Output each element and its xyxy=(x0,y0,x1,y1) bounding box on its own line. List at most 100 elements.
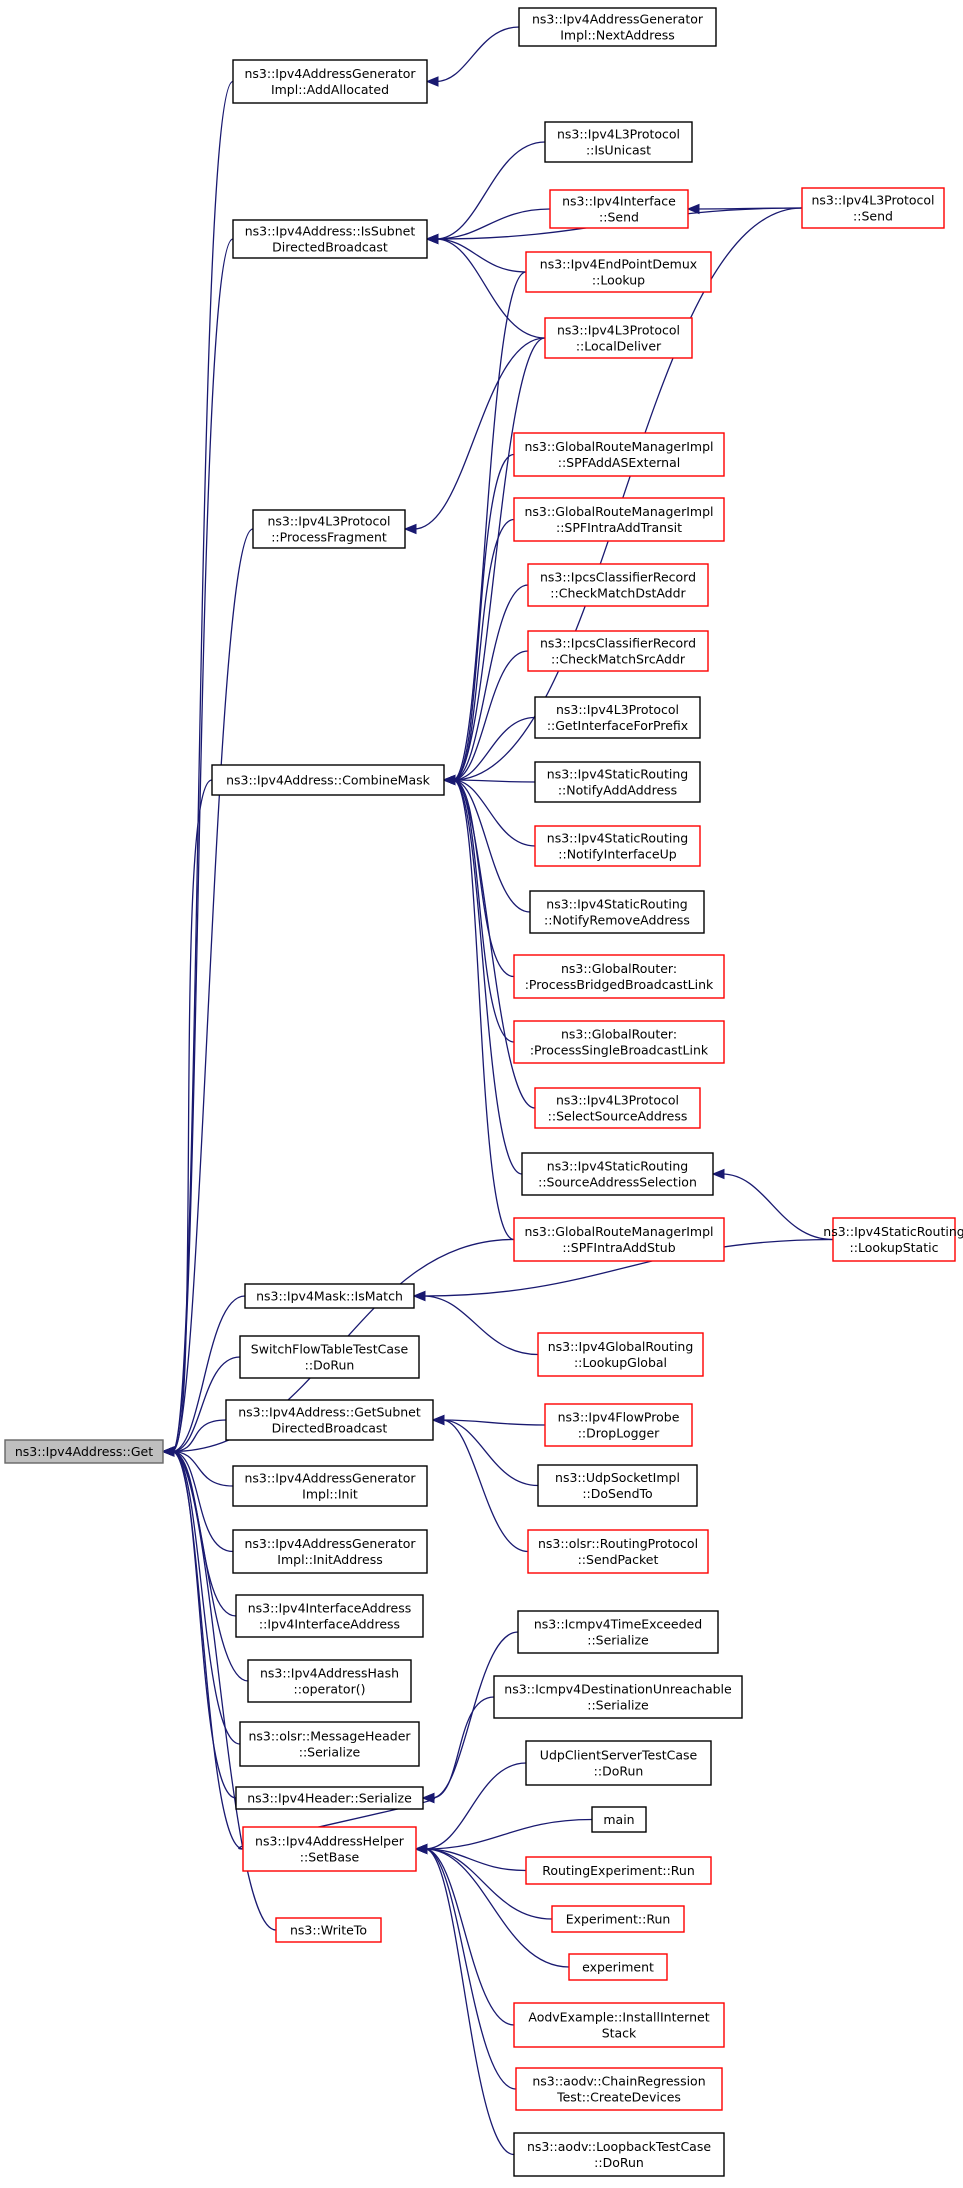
edge-line xyxy=(424,1762,527,1850)
graph-node[interactable]: ns3::Ipv4Address::CombineMask xyxy=(211,764,445,796)
node-label: Impl::InitAddress xyxy=(277,1552,382,1567)
node-label: ns3::aodv::ChainRegression xyxy=(532,2074,705,2089)
edge xyxy=(414,1843,515,2156)
graph-node[interactable]: ns3::Ipv4Address::GetSubnetDirectedBroad… xyxy=(225,1399,434,1441)
edge xyxy=(711,1168,834,1241)
graph-node[interactable]: ns3::Ipv4L3Protocol::SelectSourceAddress xyxy=(534,1087,701,1129)
node-label: ns3::Ipv4L3Protocol xyxy=(557,323,680,338)
graph-node[interactable]: ns3::Ipv4L3Protocol::LocalDeliver xyxy=(544,317,693,359)
graph-node[interactable]: ns3::Ipv4AddressGeneratorImpl::AddAlloca… xyxy=(232,59,428,104)
edge xyxy=(161,1446,234,1553)
graph-node[interactable]: Experiment::Run xyxy=(551,1905,685,1933)
node-label: ::SelectSourceAddress xyxy=(548,1109,688,1124)
graph-node[interactable]: ns3::Ipv4L3Protocol::GetInterfaceForPref… xyxy=(534,696,701,739)
node-box xyxy=(513,1020,725,1064)
graph-node[interactable]: ns3::Ipv4L3Protocol::IsUnicast xyxy=(544,121,693,163)
graph-node[interactable]: ns3::Ipv4L3Protocol::Send xyxy=(801,187,945,229)
graph-node[interactable]: ns3::IpcsClassifierRecord::CheckMatchDst… xyxy=(527,563,709,607)
node-label: ::GetInterfaceForPrefix xyxy=(547,718,688,733)
graph-node[interactable]: ns3::Ipv4AddressHash::operator() xyxy=(247,1659,412,1703)
graph-node[interactable]: ns3::olsr::MessageHeader::Serialize xyxy=(239,1721,420,1767)
graph-node[interactable]: ns3::IpcsClassifierRecord::CheckMatchSrc… xyxy=(527,630,709,672)
edge xyxy=(421,1696,495,1804)
graph-node[interactable]: main xyxy=(591,1806,647,1833)
graph-node[interactable]: ns3::Ipv4Interface::Send xyxy=(549,189,689,229)
node-label: :ProcessSingleBroadcastLink xyxy=(530,1043,709,1058)
node-label: ns3::Ipv4StaticRouting xyxy=(547,767,688,782)
graph-node[interactable]: ns3::GlobalRouter::ProcessSingleBroadcas… xyxy=(513,1020,725,1064)
node-label: ::SPFIntraAddStub xyxy=(562,1240,675,1255)
graph-node[interactable]: ns3::Ipv4StaticRouting::NotifyAddAddress xyxy=(534,761,701,803)
node-box xyxy=(232,219,428,259)
graph-node[interactable]: ns3::Ipv4StaticRouting::LookupStatic xyxy=(823,1217,963,1262)
graph-node[interactable]: ns3::Ipv4GlobalRouting::LookupGlobal xyxy=(537,1332,704,1377)
graph-node[interactable]: ns3::GlobalRouter::ProcessBridgedBroadca… xyxy=(513,954,725,999)
node-box xyxy=(225,1399,434,1441)
edge xyxy=(161,1446,241,1745)
graph-node[interactable]: ns3::Ipv4StaticRouting::NotifyRemoveAddr… xyxy=(529,890,705,934)
edge-line xyxy=(435,238,546,339)
node-label: Stack xyxy=(602,2026,637,2041)
edge-line xyxy=(424,1848,515,2156)
root-node[interactable]: ns3::Ipv4Address::Get xyxy=(4,1439,164,1464)
graph-node[interactable]: ns3::aodv::ChainRegressionTest::CreateDe… xyxy=(515,2067,723,2111)
graph-node[interactable]: ns3::Icmpv4DestinationUnreachable::Seria… xyxy=(493,1675,743,1719)
edge-arrowhead xyxy=(431,1414,445,1426)
graph-node[interactable]: ns3::Ipv4Address::IsSubnetDirectedBroadc… xyxy=(232,219,428,259)
node-label: DirectedBroadcast xyxy=(272,240,388,255)
graph-node[interactable]: ns3::Icmpv4TimeExceeded::Serialize xyxy=(517,1610,719,1654)
edge xyxy=(442,650,529,786)
graph-node[interactable]: ns3::Ipv4StaticRouting::SourceAddressSel… xyxy=(521,1152,714,1196)
edge xyxy=(414,1762,527,1855)
graph-node[interactable]: experiment xyxy=(568,1953,668,1981)
node-label: ::IsUnicast xyxy=(586,143,651,158)
node-label: ns3::Ipv4L3Protocol xyxy=(811,193,934,208)
node-box xyxy=(534,696,701,739)
node-label: ns3::Ipv4Address::Get xyxy=(15,1444,153,1459)
edge-arrowhead xyxy=(425,233,439,245)
node-label: ns3::UdpSocketImpl xyxy=(555,1470,680,1485)
graph-node[interactable]: ns3::Ipv4FlowProbe::DropLogger xyxy=(544,1403,693,1447)
node-box xyxy=(544,121,693,163)
node-label: ::ProcessFragment xyxy=(271,530,387,545)
node-box xyxy=(517,1610,719,1654)
graph-node[interactable]: ns3::Ipv4AddressGeneratorImpl::NextAddre… xyxy=(518,7,717,47)
edge xyxy=(442,774,515,978)
graph-node[interactable]: ns3::UdpSocketImpl::DoSendTo xyxy=(537,1464,698,1507)
graph-node[interactable]: ns3::aodv::LoopbackTestCase::DoRun xyxy=(513,2132,725,2177)
graph-node[interactable]: ns3::WriteTo xyxy=(275,1917,382,1943)
graph-node[interactable]: ns3::Ipv4InterfaceAddress::Ipv4Interface… xyxy=(235,1594,424,1638)
edge-line xyxy=(431,1696,495,1799)
edge-arrowhead xyxy=(425,76,439,87)
edge-line xyxy=(171,1450,234,1553)
edge-line xyxy=(171,1450,237,1799)
node-label: ::Send xyxy=(853,209,893,224)
graph-node[interactable]: ns3::Ipv4EndPointDemux::Lookup xyxy=(525,251,712,293)
graph-node[interactable]: ns3::Ipv4StaticRouting::NotifyInterfaceU… xyxy=(534,825,701,867)
graph-node[interactable]: ns3::Ipv4Header::Serialize xyxy=(235,1786,424,1810)
graph-node[interactable]: ns3::GlobalRouteManagerImpl::SPFAddASExt… xyxy=(513,432,725,477)
graph-node[interactable]: ns3::Ipv4AddressHelper::SetBase xyxy=(242,1826,417,1872)
node-label: ::LocalDeliver xyxy=(576,339,662,354)
node-box xyxy=(513,954,725,999)
node-label: ::SPFIntraAddTransit xyxy=(556,520,682,535)
graph-node[interactable]: ns3::Ipv4L3Protocol::ProcessFragment xyxy=(252,509,406,549)
edge-line xyxy=(171,1450,244,1850)
graph-node[interactable]: ns3::Ipv4AddressGeneratorImpl::InitAddre… xyxy=(232,1529,428,1574)
graph-node[interactable]: SwitchFlowTableTestCase::DoRun xyxy=(239,1335,420,1379)
graph-node[interactable]: UdpClientServerTestCase::DoRun xyxy=(525,1740,712,1786)
node-label: ::DropLogger xyxy=(578,1426,660,1441)
graph-node[interactable]: ns3::Ipv4Mask::IsMatch xyxy=(244,1283,415,1309)
node-box xyxy=(525,251,712,293)
graph-node[interactable]: ns3::GlobalRouteManagerImpl::SPFIntraAdd… xyxy=(513,1217,725,1262)
edge xyxy=(442,716,536,786)
graph-node[interactable]: RoutingExperiment::Run xyxy=(525,1856,712,1885)
graph-node[interactable]: ns3::GlobalRouteManagerImpl::SPFIntraAdd… xyxy=(513,497,725,542)
edge-arrowhead xyxy=(412,1290,426,1302)
edge-line xyxy=(452,779,515,978)
node-box xyxy=(527,563,709,607)
graph-node[interactable]: ns3::olsr::RoutingProtocol::SendPacket xyxy=(527,1529,709,1574)
edge-line xyxy=(171,238,234,1453)
